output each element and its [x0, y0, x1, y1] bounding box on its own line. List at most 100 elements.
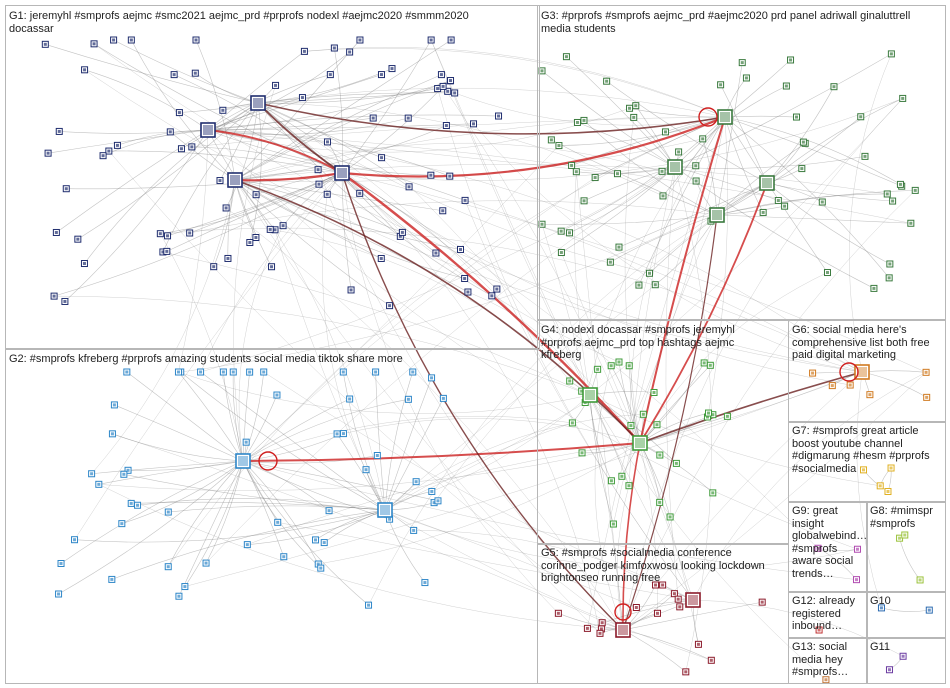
node-g5: [707, 656, 715, 664]
node-g2: [197, 368, 205, 376]
edge-intergroup: [433, 214, 718, 503]
edge-g2: [242, 372, 250, 462]
node-g1: [279, 222, 287, 230]
edge-intergroup: [384, 284, 656, 511]
node-g2: [219, 368, 227, 376]
edge-g1: [59, 129, 209, 134]
node-g1: [268, 263, 276, 271]
edge-g3: [720, 84, 768, 184]
edge-intergroup: [247, 442, 641, 545]
node-g3: [889, 197, 897, 205]
edge-g3: [716, 190, 916, 216]
edge-g4: [589, 394, 612, 481]
node-g5: [694, 640, 702, 648]
node-g4: [609, 520, 617, 528]
node-g1: [323, 138, 331, 146]
edge-g2: [58, 460, 244, 595]
edge-intergroup: [431, 394, 591, 492]
edge-g4: [589, 394, 614, 525]
node-g1: [386, 302, 394, 310]
node-g5: [674, 595, 682, 603]
edge-intergroup: [849, 53, 892, 373]
edge-g1: [234, 74, 442, 181]
node-g1: [461, 274, 469, 282]
node-g1: [298, 94, 306, 102]
node-g2: [412, 478, 420, 486]
edge-intergroup: [178, 129, 209, 373]
edge-g3: [674, 166, 779, 201]
node-g3: [555, 142, 563, 150]
node-g1: [323, 190, 331, 198]
node-g3: [717, 81, 725, 89]
node-g3: [635, 281, 643, 289]
node-g3: [861, 152, 869, 160]
node-g4: [578, 449, 586, 457]
edge-g1: [234, 39, 452, 181]
node-g3: [907, 219, 915, 227]
edge-g3: [724, 116, 902, 187]
node-g5: [554, 609, 562, 617]
node-g1: [447, 77, 455, 85]
node-g13: [822, 676, 830, 684]
edge-g4: [589, 394, 630, 486]
edge-g1: [334, 47, 343, 174]
edge-intergroup: [655, 371, 863, 586]
edge-intergroup: [341, 172, 927, 373]
edge-g2: [242, 460, 330, 511]
edge-intergroup: [622, 98, 903, 631]
edge-intergroup: [464, 200, 694, 601]
edge-g3: [577, 122, 676, 168]
edge-g3: [649, 182, 768, 274]
node-g2: [346, 395, 354, 403]
node-g1: [456, 245, 464, 253]
edge-g3: [724, 116, 828, 273]
edge-intergroup: [304, 47, 726, 118]
node-g2: [164, 563, 172, 571]
edge-intergroup: [160, 227, 863, 373]
edge-intergroup: [54, 295, 591, 396]
node-layer: [41, 36, 933, 684]
node-g6: [923, 393, 931, 401]
hub-node-g6a: [854, 364, 870, 380]
edge-g1: [108, 150, 343, 174]
edge-intergroup: [222, 87, 726, 118]
edge-intergroup: [74, 172, 343, 540]
node-g2: [339, 430, 347, 438]
edge-g3: [724, 116, 764, 213]
node-g1: [216, 177, 224, 185]
node-g1: [222, 204, 230, 212]
edge-intergroup: [368, 182, 768, 606]
edge-intergroup: [692, 599, 904, 657]
node-g2: [428, 487, 436, 495]
edge-g1: [84, 69, 209, 131]
node-g1: [314, 166, 322, 174]
node-g2: [175, 592, 183, 600]
node-g3: [896, 180, 904, 188]
edge-g1: [113, 39, 259, 104]
node-g3: [738, 59, 746, 67]
edge-g1: [207, 51, 350, 131]
edge-g1: [117, 129, 209, 146]
node-g3: [580, 116, 588, 124]
edge-g2: [167, 460, 244, 567]
edge-g1: [257, 102, 382, 158]
node-g7: [860, 466, 868, 474]
edge-intergroup: [437, 88, 694, 601]
node-g3: [787, 56, 795, 64]
edge-g1: [257, 102, 492, 297]
edge-intergroup: [277, 522, 694, 601]
edge-g2: [128, 460, 244, 471]
group-label-g9: G9: great insight globalwebind… #smprofs…: [792, 505, 868, 580]
edge-g2: [223, 371, 244, 462]
node-g1: [442, 122, 450, 130]
edge-intergroup: [341, 172, 819, 549]
node-g1: [41, 40, 49, 48]
edge-intergroup: [274, 229, 386, 511]
node-g1: [447, 36, 455, 44]
hub-node-g3b: [667, 159, 683, 175]
node-g2: [229, 368, 237, 376]
edge-g2: [232, 371, 244, 462]
node-g1: [369, 114, 377, 122]
group-panel-g7: G7: #smprofs great article boost youtube…: [788, 421, 946, 503]
edge-intergroup: [381, 157, 863, 373]
